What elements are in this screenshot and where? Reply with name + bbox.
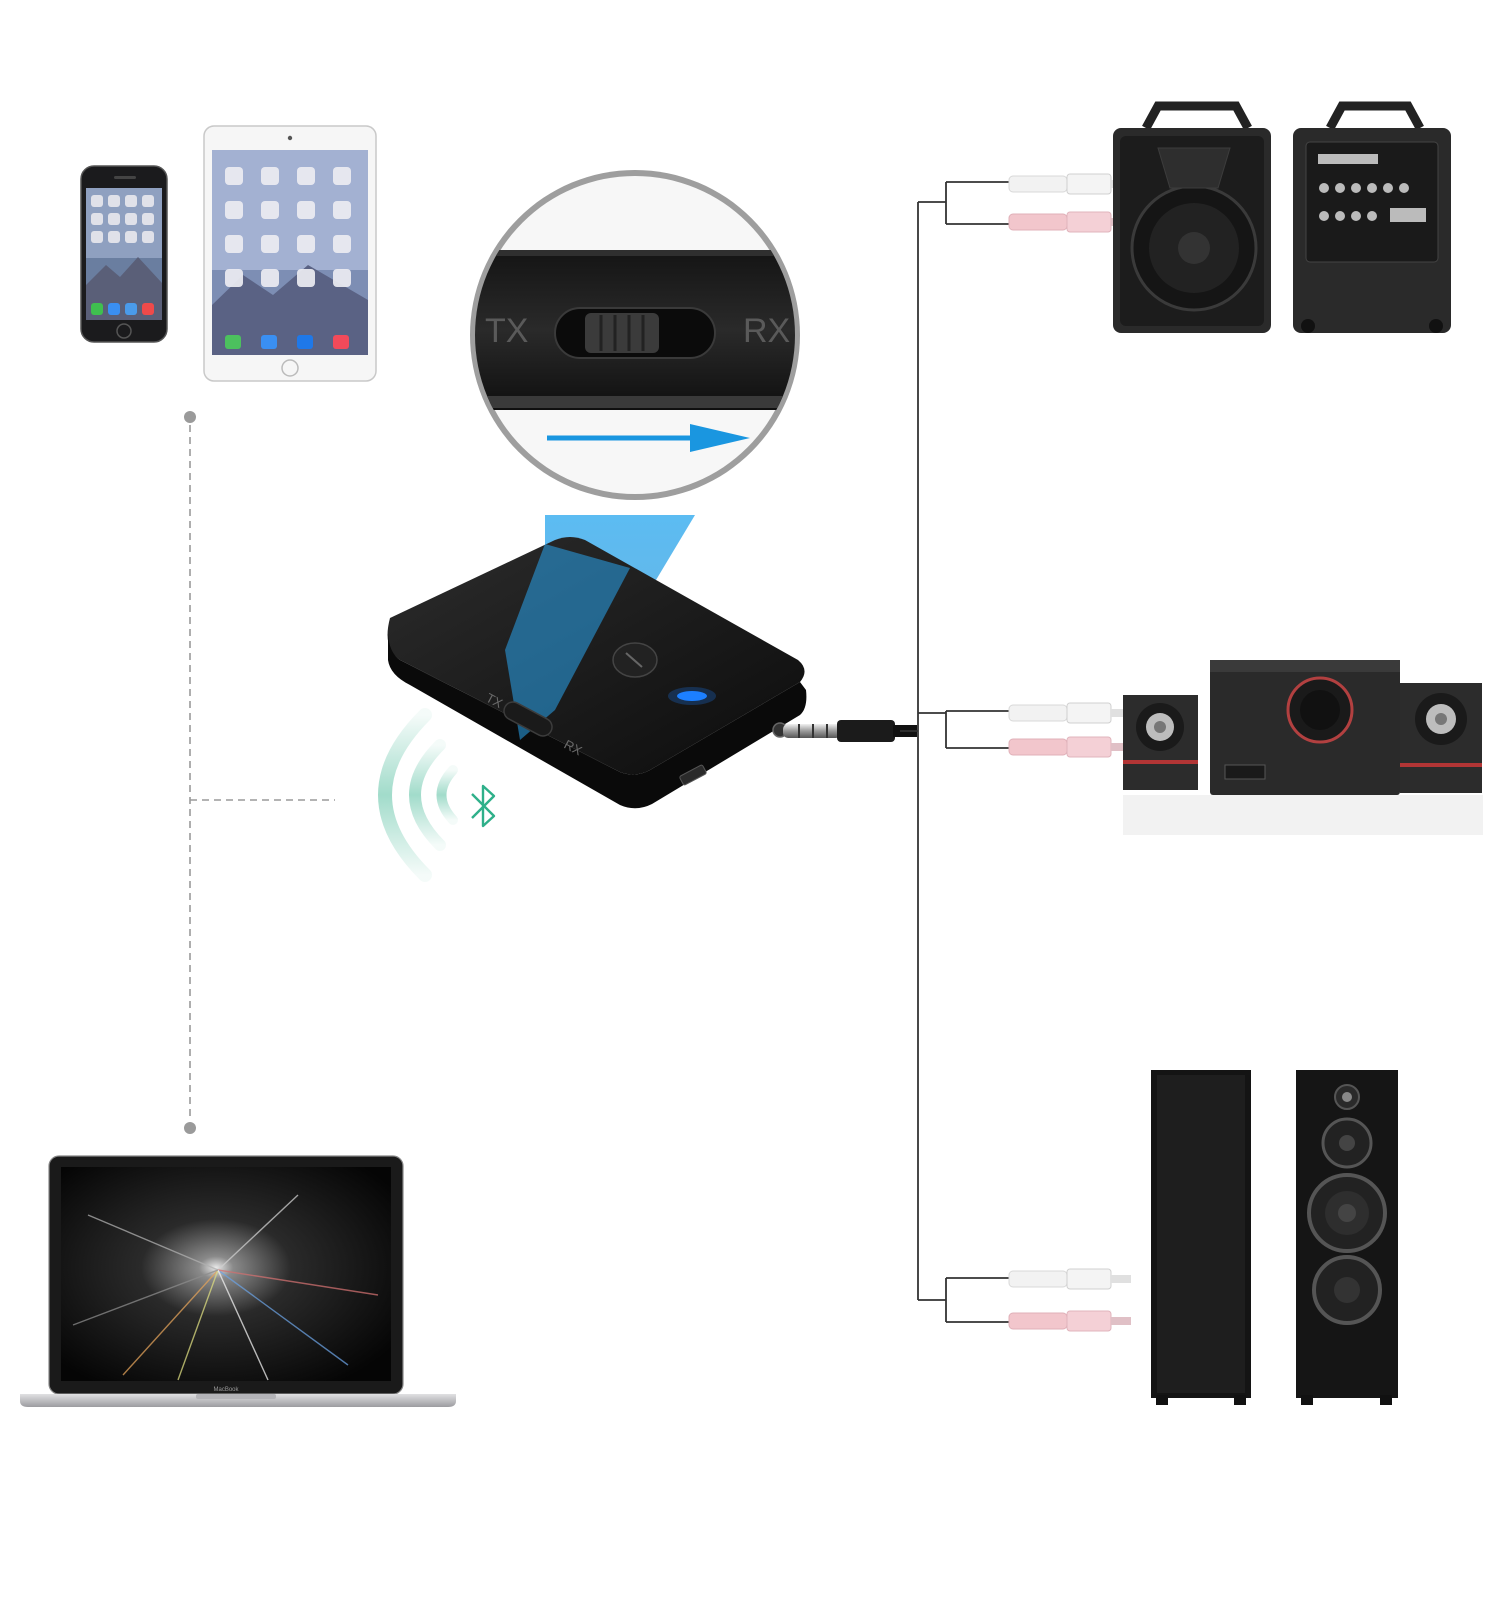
switch-rx-label: RX (743, 312, 791, 350)
rca-plugs-bottom (1008, 1268, 1131, 1332)
tower-speakers-image (1151, 1070, 1398, 1405)
laptop-brand-label: MacBook (213, 1387, 239, 1393)
source-devices: MacBook (0, 0, 480, 1500)
rca-plugs-top (1008, 173, 1131, 233)
arrow-right-icon (547, 424, 750, 452)
magnifier-graphic (470, 170, 800, 500)
bluetooth-icon (471, 784, 496, 828)
desktop-speaker-system-image (1123, 660, 1483, 835)
switch-magnifier: TX RX (455, 150, 815, 520)
smartphone-image (80, 165, 168, 343)
switch-tx-label: TX (485, 312, 529, 350)
wireless-signal-icon (378, 708, 458, 882)
pa-speakers-image (1113, 101, 1451, 333)
bluetooth-adapter-device (387, 537, 807, 809)
laptop-image: MacBook (20, 1155, 456, 1407)
tablet-image (203, 125, 377, 382)
output-connector-lines (900, 181, 1010, 1323)
rca-plugs-middle (1008, 702, 1131, 758)
dashed-connector-line (184, 411, 335, 1134)
